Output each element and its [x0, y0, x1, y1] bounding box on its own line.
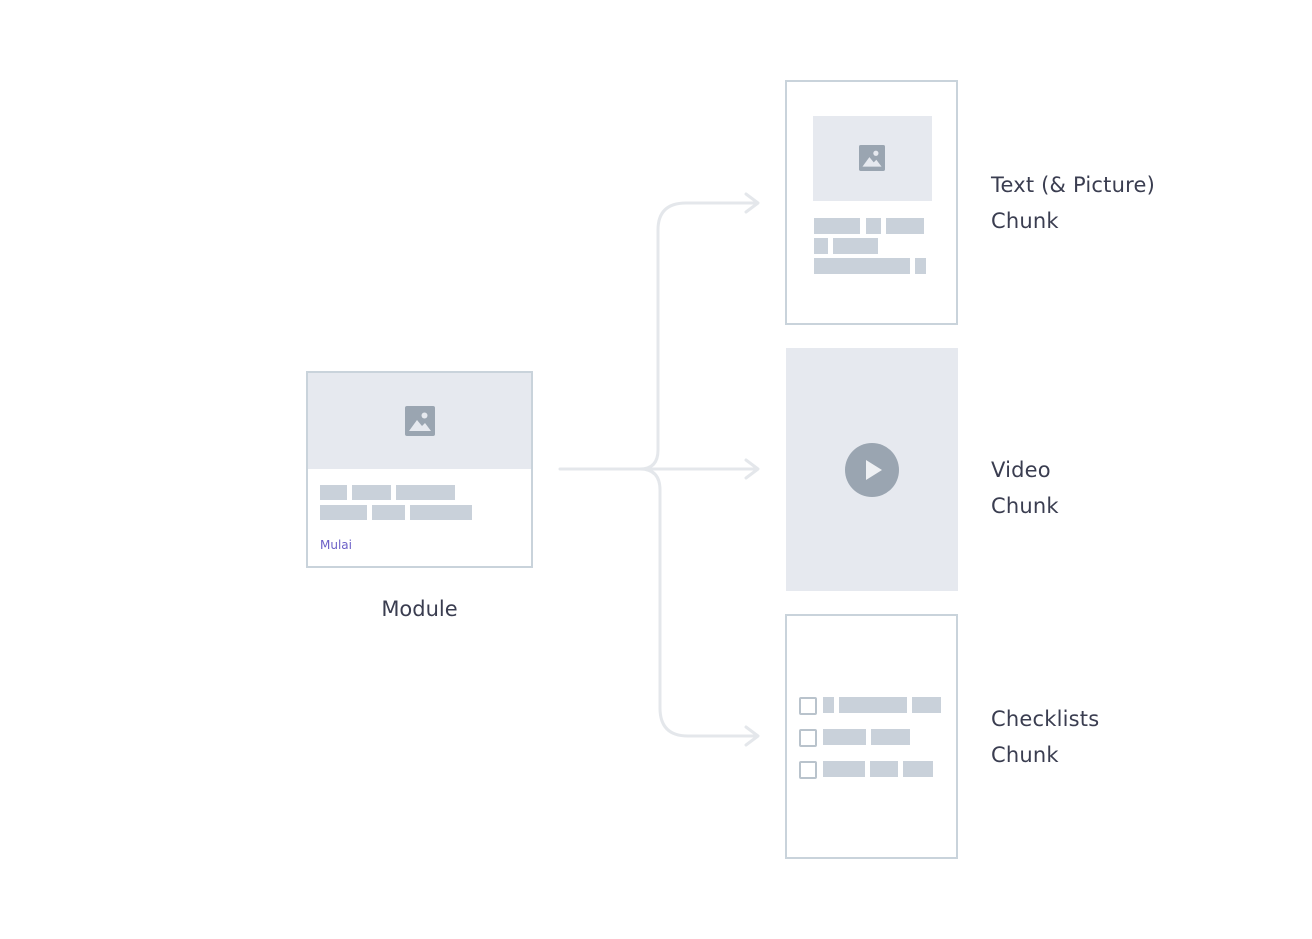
branch-bottom-line [638, 467, 759, 738]
video-chunk-card [786, 348, 958, 591]
image-icon [405, 406, 435, 436]
text-placeholder [320, 505, 367, 520]
text-chunk-card [785, 80, 958, 325]
text-placeholder [814, 238, 828, 254]
text-chunk-label-line1: Text (& Picture) [991, 173, 1156, 197]
text-placeholder [823, 761, 865, 777]
video-chunk-label-line2: Chunk [991, 494, 1059, 518]
text-placeholder [352, 485, 391, 500]
text-placeholder [372, 505, 405, 520]
text-placeholder [886, 218, 924, 234]
text-placeholder [814, 218, 860, 234]
checklist-chunk-label: Checklists Chunk [991, 701, 1099, 773]
arrowhead-bottom [744, 725, 760, 747]
text-placeholder [833, 238, 878, 254]
text-chunk-label: Text (& Picture) Chunk [991, 167, 1155, 239]
checklist-chunk-label-line1: Checklists [991, 707, 1100, 731]
play-icon[interactable] [845, 443, 899, 497]
text-placeholder [912, 697, 941, 713]
text-placeholder [814, 258, 910, 274]
checkbox-icon[interactable] [799, 697, 817, 715]
checklist-chunk-label-line2: Chunk [991, 743, 1059, 767]
arrowhead-middle [744, 458, 760, 480]
text-placeholder [903, 761, 933, 777]
video-chunk-label-line1: Video [991, 458, 1051, 482]
video-chunk-label: Video Chunk [991, 452, 1059, 524]
text-placeholder [823, 697, 834, 713]
module-image-area [308, 373, 531, 469]
text-placeholder [915, 258, 926, 274]
module-caption: Module [381, 597, 458, 621]
text-placeholder [839, 697, 907, 713]
checkbox-icon[interactable] [799, 761, 817, 779]
text-placeholder [396, 485, 455, 500]
module-start-link[interactable]: Mulai [320, 538, 352, 552]
module-card: Mulai [306, 371, 533, 568]
checklist-chunk-card [785, 614, 958, 859]
image-icon [859, 145, 885, 171]
text-placeholder [320, 485, 347, 500]
text-chunk-label-line2: Chunk [991, 209, 1059, 233]
branch-top-line [638, 201, 759, 471]
text-placeholder [410, 505, 472, 520]
arrowhead-top [744, 192, 760, 214]
checkbox-icon[interactable] [799, 729, 817, 747]
text-placeholder [823, 729, 866, 745]
text-placeholder [870, 761, 898, 777]
text-placeholder [871, 729, 910, 745]
text-chunk-image-area [813, 116, 932, 201]
text-placeholder [866, 218, 881, 234]
